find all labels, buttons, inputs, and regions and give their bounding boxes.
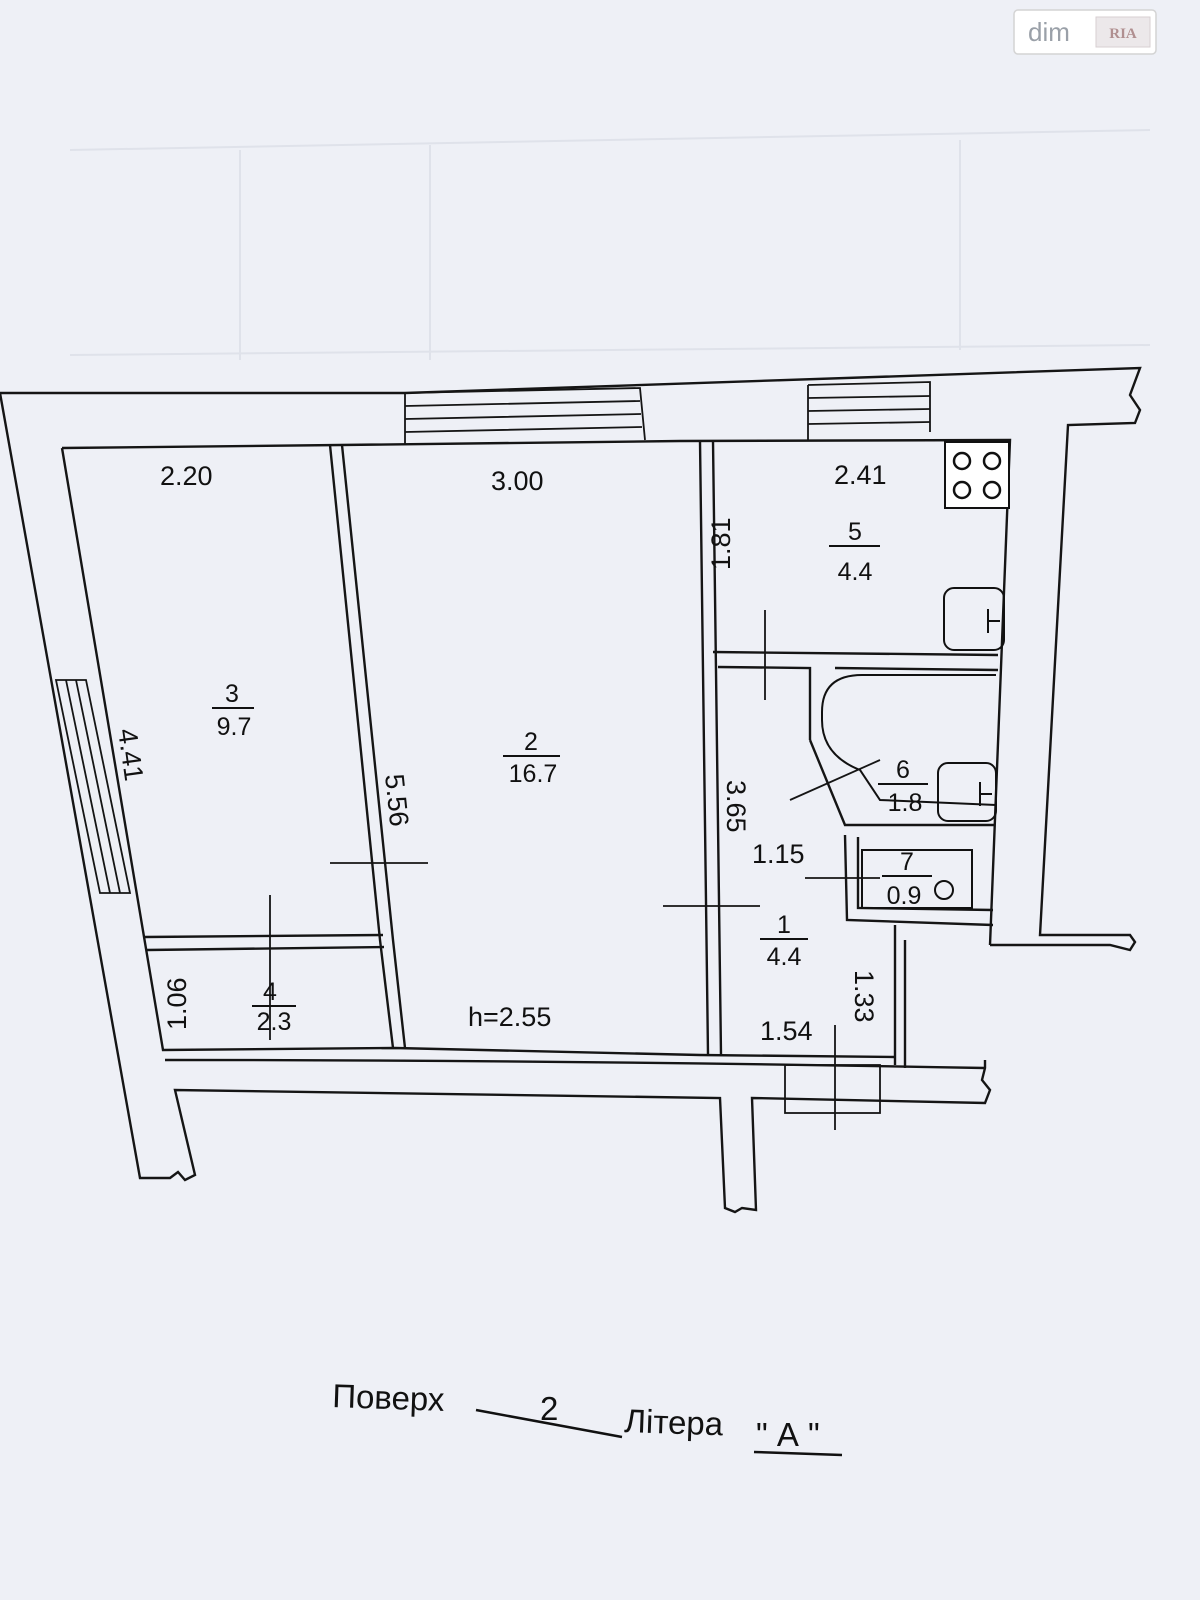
room-4-label: 4 2.3 bbox=[252, 978, 296, 1036]
room-area: 4.4 bbox=[767, 943, 802, 971]
dim-corridor-length: 3.65 bbox=[721, 780, 751, 833]
floor-label: Поверх bbox=[332, 1377, 446, 1418]
ceiling-height: h=2.55 bbox=[468, 1002, 551, 1032]
stove-icon bbox=[944, 441, 1010, 509]
entry-walls bbox=[893, 925, 907, 1068]
letter-value: " А " bbox=[756, 1416, 820, 1453]
room-area: 16.7 bbox=[509, 760, 558, 788]
room-number: 4 bbox=[263, 978, 277, 1006]
window-left bbox=[54, 679, 132, 894]
dim-room2-length: 5.56 bbox=[379, 772, 414, 827]
watermark: dim RIA bbox=[1013, 9, 1157, 55]
floor-value: 2 bbox=[540, 1390, 558, 1427]
room-area: 2.3 bbox=[257, 1008, 292, 1036]
dim-room3-width: 2.20 bbox=[160, 461, 213, 491]
fixtures bbox=[821, 441, 1010, 909]
room-area: 9.7 bbox=[217, 713, 252, 741]
bath-walls bbox=[808, 739, 995, 927]
room-area: 0.9 bbox=[887, 882, 922, 910]
room-3-label: 3 9.7 bbox=[212, 680, 254, 741]
room-number: 5 bbox=[848, 518, 862, 546]
toilet-icon bbox=[861, 849, 973, 909]
window-top-left bbox=[404, 387, 646, 445]
room-area: 4.4 bbox=[838, 558, 873, 586]
room-6-label: 6 1.8 bbox=[878, 756, 928, 817]
room-number: 2 bbox=[524, 728, 538, 756]
watermark-text: dim bbox=[1028, 17, 1070, 47]
room-number: 6 bbox=[896, 756, 910, 784]
room-number: 1 bbox=[777, 911, 791, 939]
dimension-labels: 2.20 3.00 2.41 4.41 5.56 1.81 3.65 1.15 … bbox=[112, 460, 887, 1046]
kitchen-sink-icon bbox=[943, 587, 1005, 651]
outer-wall bbox=[0, 366, 1142, 1214]
inner-bottom-curve bbox=[164, 1058, 986, 1070]
dim-wc-width: 1.15 bbox=[752, 839, 805, 869]
room-5-label: 5 4.4 bbox=[829, 518, 880, 586]
dim-room5-width: 2.41 bbox=[834, 460, 887, 490]
letter-label: Літера bbox=[624, 1402, 725, 1442]
watermark-badge: RIA bbox=[1109, 26, 1137, 42]
washbasin-icon bbox=[937, 762, 997, 822]
partition-3-4 bbox=[144, 933, 385, 952]
room-1-label: 1 4.4 bbox=[760, 911, 808, 971]
door-ticks bbox=[269, 610, 881, 1130]
dim-entry-width: 1.54 bbox=[760, 1016, 813, 1046]
background-ghost-lines bbox=[69, 129, 1151, 360]
window-top-right bbox=[807, 381, 931, 440]
dim-room2-width: 3.00 bbox=[491, 466, 544, 496]
room-2-label: 2 16.7 bbox=[503, 728, 560, 788]
room-number: 3 bbox=[225, 680, 239, 708]
partition-5-6 bbox=[712, 650, 999, 740]
dim-room3-length: 4.41 bbox=[112, 727, 149, 783]
room-labels: 3 9.7 2 16.7 5 4.4 6 1.8 7 0.9 1 4.4 bbox=[212, 518, 932, 1036]
room-area: 1.8 bbox=[888, 789, 923, 817]
floor-caption: Поверх 2 Літера " А " bbox=[332, 1377, 843, 1457]
room-7-label: 7 0.9 bbox=[882, 848, 932, 910]
partition-3-2 bbox=[328, 444, 407, 1049]
room-number: 7 bbox=[900, 848, 914, 876]
dim-room4-depth: 1.06 bbox=[162, 977, 192, 1030]
entry-door-frame bbox=[784, 1064, 881, 1114]
partition-2-1 bbox=[698, 440, 723, 1056]
bathtub-icon bbox=[821, 674, 997, 806]
dim-entry-depth: 1.33 bbox=[849, 970, 879, 1023]
dim-room5-depth: 1.81 bbox=[706, 517, 736, 570]
